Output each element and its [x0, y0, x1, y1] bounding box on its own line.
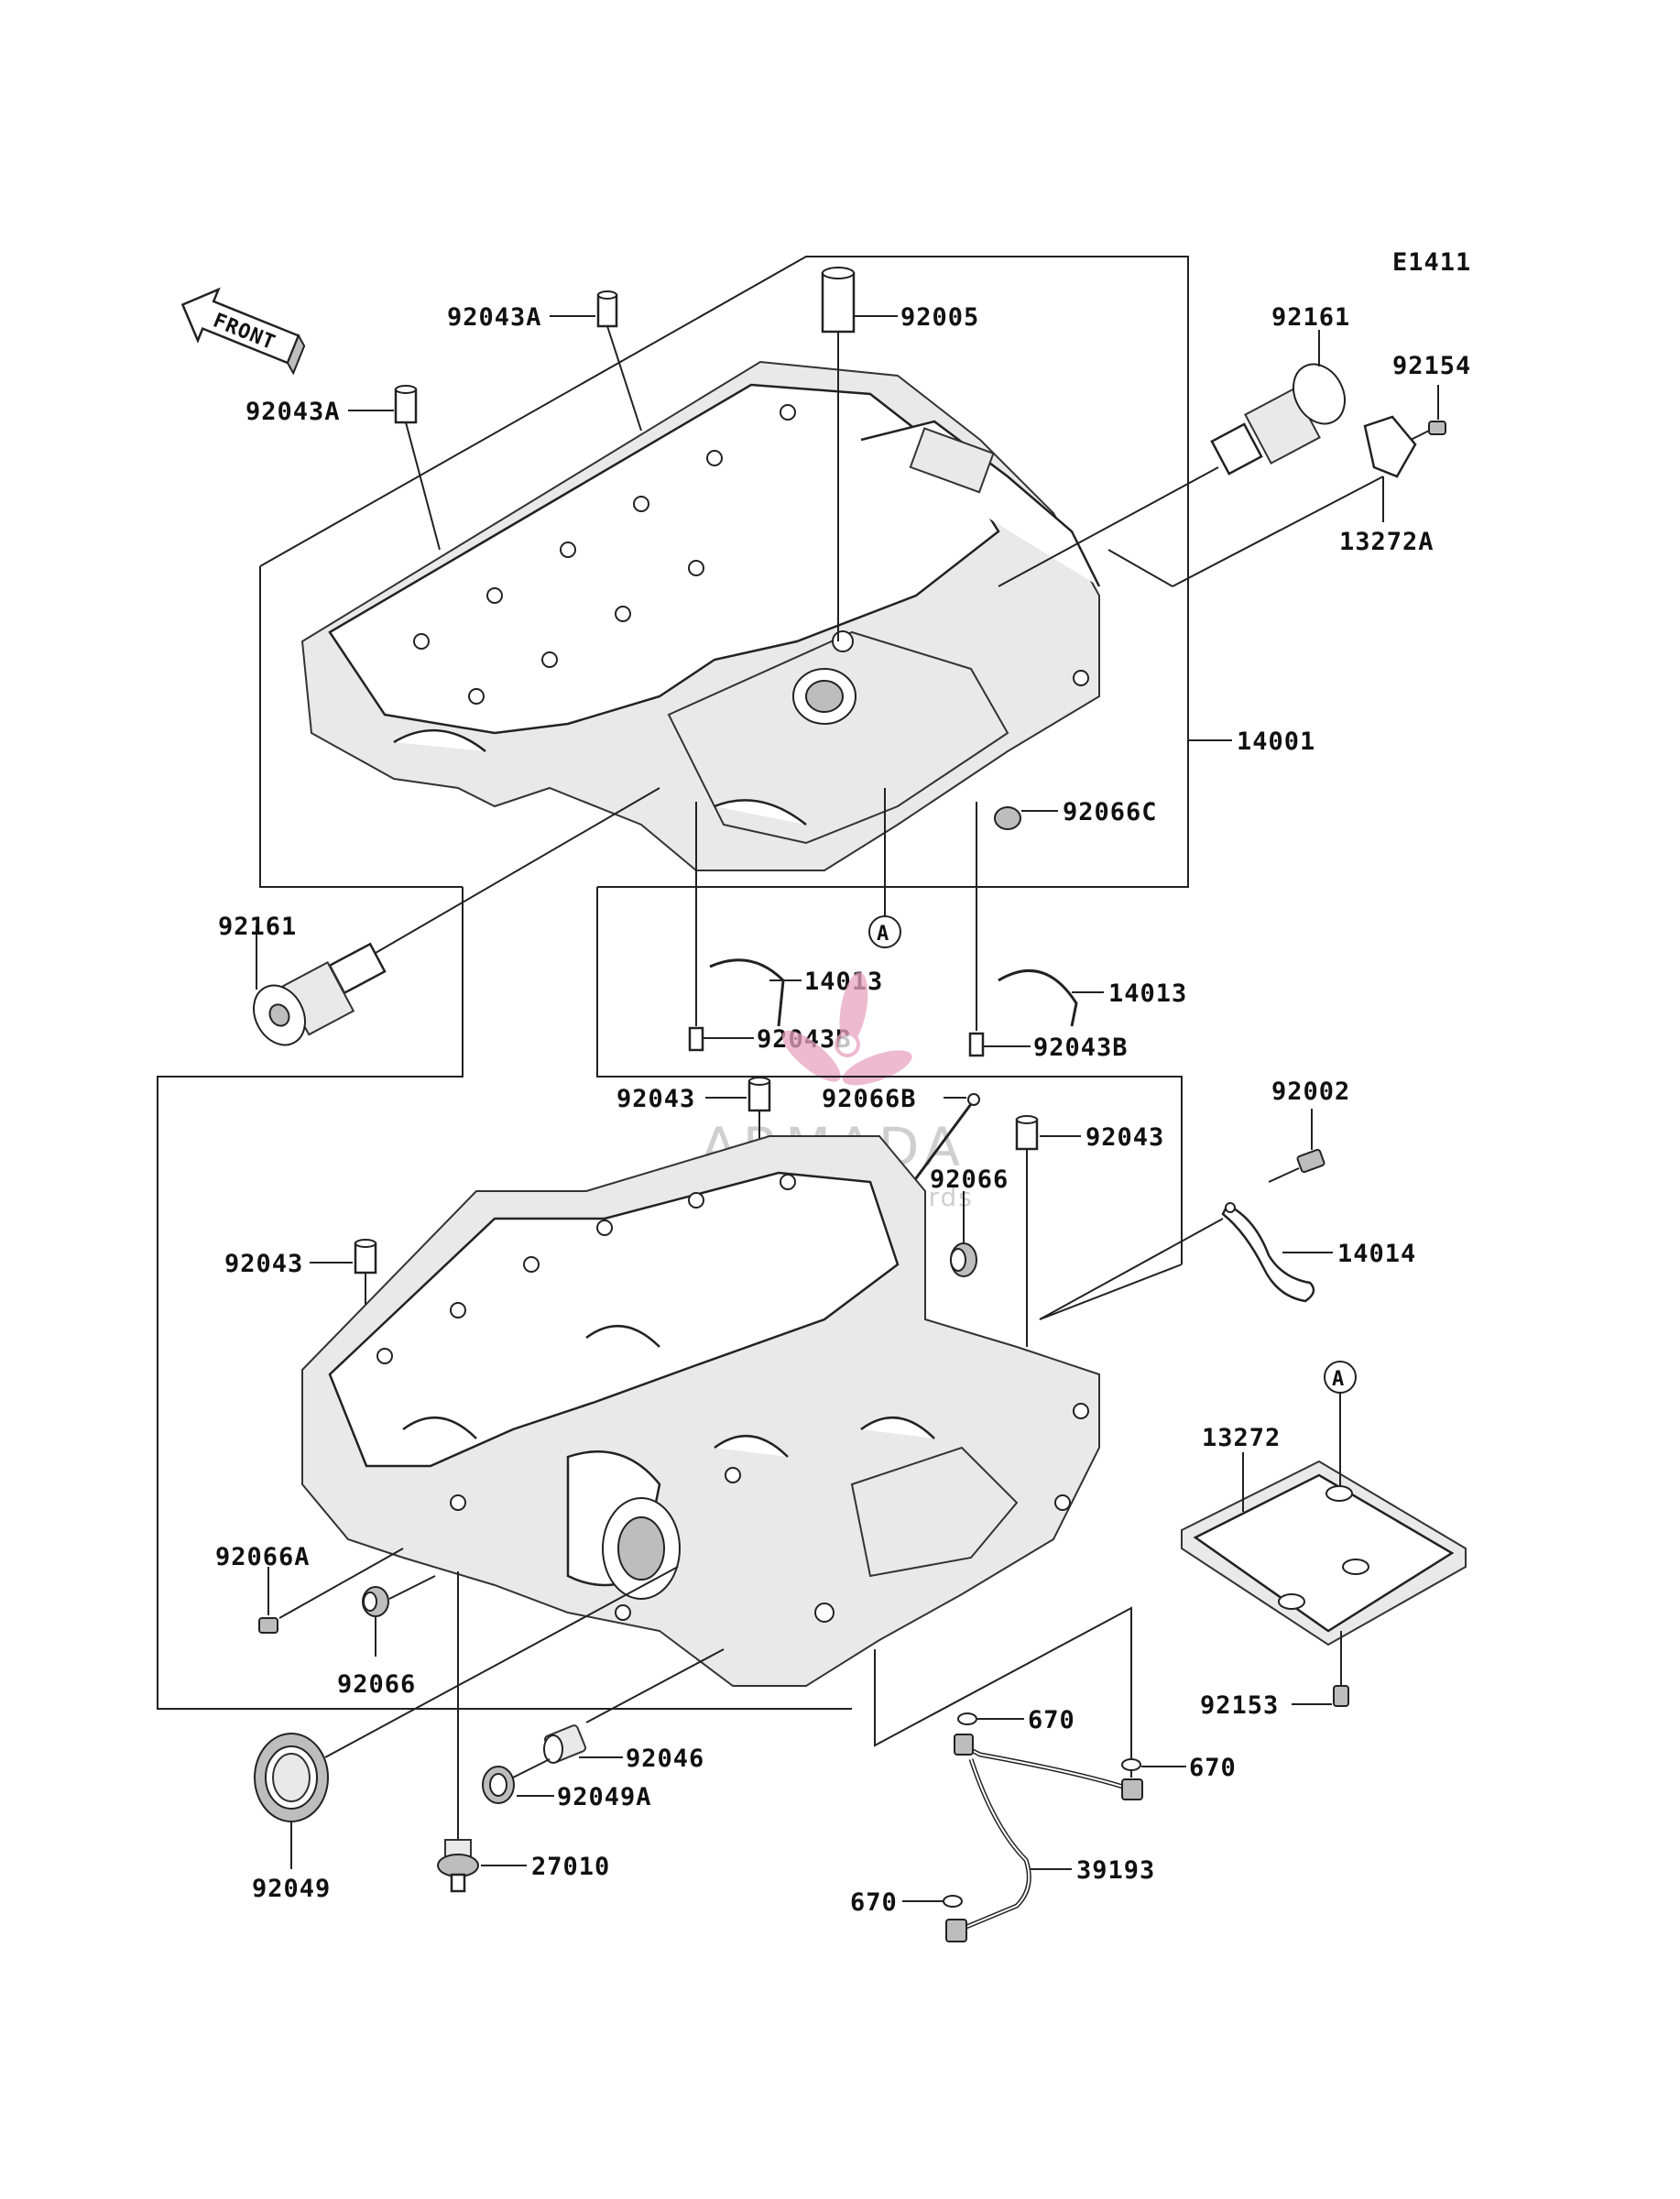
part-670-b[interactable]: 670 — [1121, 1754, 1237, 1782]
part-92066A[interactable]: 92066A — [215, 1543, 404, 1634]
diagram-code: E1411 — [1392, 248, 1471, 277]
label-14013-left: 14013 — [804, 968, 883, 996]
label-13272: 13272 — [1202, 1424, 1281, 1452]
part-92153[interactable]: 92153 — [1200, 1631, 1349, 1720]
part-92043B-right[interactable]: 92043B — [968, 1032, 1129, 1062]
label-92049: 92049 — [252, 1875, 331, 1903]
upper-crankcase-body — [300, 360, 1101, 871]
label-92049A: 92049A — [557, 1783, 652, 1811]
ref-marker-a-bottom: A — [1324, 1361, 1357, 1394]
label-670-c: 670 — [850, 1888, 898, 1917]
label-92043B-right: 92043B — [1033, 1034, 1129, 1062]
part-92066-mid[interactable]: 92066 — [930, 1165, 1009, 1277]
part-670-c[interactable]: 670 — [850, 1888, 963, 1917]
part-14013-right[interactable]: 14013 — [998, 968, 1187, 1027]
ref-marker-a-bottom-text: A — [1332, 1368, 1345, 1391]
label-92043-right: 92043 — [1085, 1123, 1164, 1152]
upper-crankcase-group — [259, 256, 1232, 888]
part-92161-left[interactable]: 92161 — [218, 787, 660, 1054]
part-92046[interactable]: 92046 — [543, 1648, 725, 1773]
label-92005: 92005 — [900, 303, 979, 332]
part-92043B-left[interactable]: 92043B — [688, 1025, 852, 1054]
ref-marker-a-top: A — [868, 788, 901, 948]
part-670-a[interactable]: 670 — [957, 1706, 1075, 1734]
part-92161-top[interactable]: 92161 — [998, 303, 1355, 587]
label-92066B: 92066B — [822, 1085, 917, 1113]
part-92043A-left[interactable]: 92043A — [245, 385, 441, 551]
part-13272A[interactable]: 13272A — [1107, 415, 1435, 587]
label-92043A-top: 92043A — [447, 303, 542, 332]
label-92161-left: 92161 — [218, 913, 297, 941]
part-39193[interactable]: 39193 — [945, 1734, 1155, 1942]
part-92002[interactable]: 92002 — [1268, 1078, 1350, 1183]
label-92002: 92002 — [1271, 1078, 1350, 1106]
label-92043-left: 92043 — [224, 1250, 303, 1278]
part-92154[interactable]: 92154 — [1392, 352, 1471, 441]
lower-crankcase-body — [301, 1135, 1100, 1687]
part-92043-mid[interactable]: 92043 — [616, 1077, 771, 1182]
label-670-a: 670 — [1028, 1706, 1075, 1734]
part-92066-low[interactable]: 92066 — [337, 1575, 436, 1699]
upper-case-bracket — [259, 256, 1189, 888]
label-13272A: 13272A — [1339, 528, 1435, 556]
part-92043A-top[interactable]: 92043A — [447, 290, 642, 432]
label-92161-top: 92161 — [1271, 303, 1350, 332]
label-14001: 14001 — [1237, 728, 1315, 756]
label-14013-right: 14013 — [1108, 979, 1187, 1008]
part-27010[interactable]: 27010 — [437, 1571, 610, 1893]
lower-case-bracket — [157, 887, 852, 1710]
part-92049[interactable]: 92049 — [252, 1566, 679, 1903]
label-92066-mid: 92066 — [930, 1165, 1009, 1194]
oil-pipe-bracket — [874, 1606, 1132, 1778]
part-14013-left[interactable]: 14013 — [709, 958, 883, 1027]
ref-marker-a-top-text: A — [877, 923, 889, 946]
label-92043-mid: 92043 — [616, 1085, 695, 1113]
part-92066C[interactable]: 92066C — [994, 798, 1158, 830]
part-92043-right[interactable]: 92043 — [1015, 1115, 1164, 1347]
label-27010: 27010 — [531, 1853, 610, 1881]
part-14014[interactable]: 14014 — [1039, 1202, 1416, 1320]
label-14014: 14014 — [1337, 1240, 1416, 1268]
front-arrow-icon: FRONT — [180, 287, 306, 376]
label-39193: 39193 — [1076, 1856, 1155, 1885]
part-13272[interactable]: 13272 — [1181, 1391, 1467, 1647]
label-92153: 92153 — [1200, 1691, 1279, 1720]
label-92066C: 92066C — [1063, 798, 1158, 826]
label-670-b: 670 — [1189, 1754, 1237, 1782]
part-92005[interactable]: 92005 — [821, 267, 979, 641]
label-92066A: 92066A — [215, 1543, 311, 1571]
part-92049A[interactable]: 92049A — [482, 1758, 652, 1811]
label-92046: 92046 — [626, 1745, 704, 1773]
label-92043A-left: 92043A — [245, 398, 341, 426]
label-92154: 92154 — [1392, 352, 1471, 380]
label-92066-low: 92066 — [337, 1670, 416, 1699]
